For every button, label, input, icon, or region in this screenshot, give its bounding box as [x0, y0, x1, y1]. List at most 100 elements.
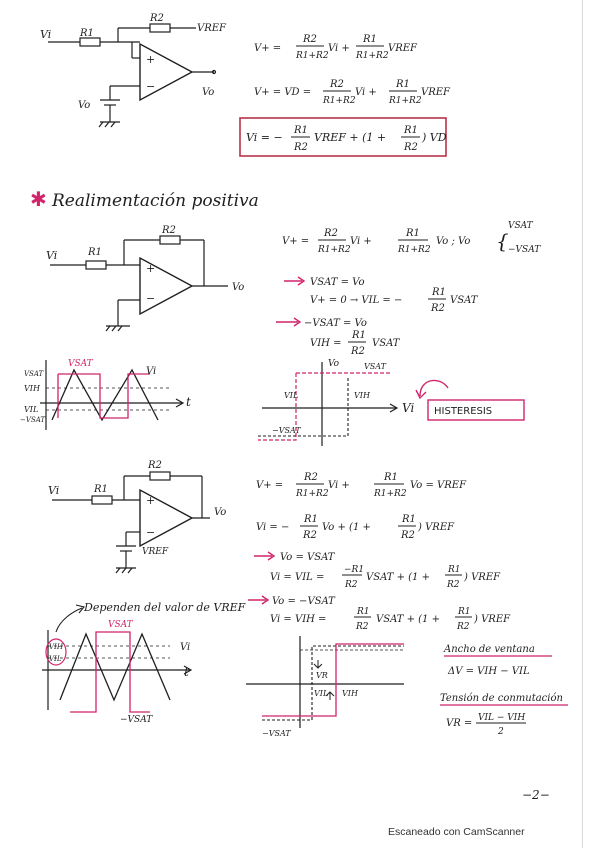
svg-text:Vo + (1 +: Vo + (1 + [322, 522, 371, 533]
svg-text:VREF: VREF [142, 547, 169, 557]
section2-case1: VSAT = Vo [284, 276, 364, 288]
svg-text:VIL: VIL [49, 655, 62, 663]
svg-text:−: − [146, 80, 155, 93]
svg-text:R2: R2 [302, 34, 317, 45]
svg-text:−: − [146, 526, 155, 539]
svg-text:t: t [186, 395, 191, 409]
asterisk-icon: ✱ [30, 187, 47, 211]
svg-text:R1: R1 [93, 484, 108, 495]
svg-text:R1+R2: R1+R2 [355, 51, 389, 61]
ancho-note: Ancho de ventana ΔV = VIH − VIL [443, 644, 552, 677]
svg-text:VSAT: VSAT [364, 362, 387, 371]
svg-text:V+ = VD =: V+ = VD = [254, 87, 311, 98]
circuit-2-labels: Vi R1 R2 + − Vo [46, 225, 244, 305]
svg-text:−VSAT: −VSAT [262, 729, 291, 738]
section2-eq3: VIH = R1 R2 VSAT [310, 330, 401, 357]
svg-text:VIL: VIL [24, 405, 38, 414]
svg-text:Vi +: Vi + [355, 87, 377, 98]
waveform-2: VSAT VIH VIL −VSAT VSAT Vi t [20, 359, 191, 430]
svg-text:V+ =: V+ = [254, 43, 281, 54]
svg-text:VIH: VIH [354, 391, 371, 400]
svg-text:R1: R1 [401, 514, 416, 525]
svg-text:R2: R2 [293, 142, 308, 153]
svg-text:VR =: VR = [446, 718, 472, 729]
svg-text:Vo = VREF: Vo = VREF [410, 480, 467, 491]
svg-text:Vi: Vi [146, 366, 156, 377]
svg-text:R2: R2 [344, 580, 358, 590]
svg-text:R1: R1 [293, 125, 308, 136]
svg-text:Vo: Vo [328, 359, 340, 369]
svg-text:Vi +: Vi + [328, 480, 350, 491]
svg-text:VSAT + (1 +: VSAT + (1 + [366, 572, 430, 583]
svg-text:R1: R1 [362, 34, 377, 45]
section2-eq2: V+ = 0 → VIL = − R1 R2 VSAT [310, 287, 479, 314]
svg-text:R1: R1 [356, 607, 370, 617]
section3-eq3: Vi = VIL = −R1 R2 VSAT + (1 + R1 R2 ) VR… [270, 565, 501, 590]
svg-text:+: + [146, 53, 155, 66]
svg-text:Vo = −VSAT: Vo = −VSAT [272, 596, 336, 607]
svg-text:−: − [146, 292, 155, 305]
svg-text:R1+R2: R1+R2 [295, 51, 329, 61]
svg-text:VIL: VIL [314, 689, 328, 698]
section2-case2: −VSAT = Vo [276, 317, 367, 329]
section3-eq1: V+ = R2 R1+R2 Vi + R1 R1+R2 Vo = VREF [256, 472, 467, 499]
hysteresis-2: Vo VSAT VIL VIH −VSAT Vi [258, 359, 414, 446]
label-r2: R2 [149, 13, 164, 24]
circuit-2 [50, 235, 228, 332]
svg-text:−VSAT: −VSAT [272, 426, 301, 435]
svg-text:t: t [184, 665, 189, 679]
svg-text:Vi = VIH =: Vi = VIH = [270, 614, 326, 625]
svg-text:−VSAT: −VSAT [20, 416, 46, 424]
section2-heading: ✱ Realimentación positiva [30, 187, 259, 211]
svg-text:−VSAT = Vo: −VSAT = Vo [304, 318, 367, 329]
svg-text:VREF: VREF [421, 87, 451, 98]
svg-text:VREF: VREF [388, 43, 418, 54]
svg-text:VSAT: VSAT [24, 370, 45, 378]
svg-text:R1: R1 [351, 330, 366, 341]
svg-text:) VREF: ) VREF [463, 572, 501, 583]
svg-text:R1+R2: R1+R2 [397, 245, 431, 255]
svg-text:VSAT + (1 +: VSAT + (1 + [376, 614, 440, 625]
svg-text:−R1: −R1 [344, 565, 364, 575]
section3-eq2: Vi = − R1 R2 Vo + (1 + R1 R2 ) VREF [256, 514, 455, 541]
section2-eq1: V+ = R2 R1+R2 Vi + R1 R1+R2 Vo ; Vo { VS… [282, 221, 541, 255]
svg-text:Tensión de conmutación: Tensión de conmutación [440, 693, 563, 704]
label-vo-source: Vo [78, 100, 90, 111]
svg-text:VSAT: VSAT [372, 338, 401, 349]
circuit-3-labels: Vi R1 R2 + − Vo VREF [48, 460, 226, 557]
waveform-3: Dependen del valor de VREF VSAT VIH VIL … [42, 601, 246, 725]
svg-text:R2: R2 [350, 346, 365, 357]
svg-text:Vi: Vi [402, 401, 414, 415]
svg-text:VSAT = Vo: VSAT = Vo [310, 277, 364, 288]
svg-text:+: + [146, 494, 155, 507]
svg-text:R1: R1 [303, 514, 318, 525]
svg-text:R2: R2 [329, 79, 344, 90]
svg-text:R2: R2 [400, 530, 415, 541]
svg-text:R1: R1 [87, 247, 102, 258]
svg-text:VIL: VIL [284, 391, 298, 400]
svg-text:R1: R1 [383, 472, 398, 483]
svg-text:R2: R2 [303, 472, 318, 483]
svg-text:R2: R2 [430, 303, 445, 314]
svg-text:−VSAT: −VSAT [508, 245, 541, 255]
circuit-3 [52, 471, 210, 574]
label-vi: Vi [40, 28, 51, 41]
svg-text:R1: R1 [395, 79, 410, 90]
svg-text:VSAT: VSAT [450, 295, 479, 306]
svg-text:Vi +: Vi + [328, 43, 350, 54]
svg-text:Vo: Vo [232, 282, 244, 293]
svg-text:VIH: VIH [49, 643, 64, 651]
svg-text:R1+R2: R1+R2 [388, 96, 422, 106]
page-number: −2− [522, 788, 550, 802]
hysteresis-label: HISTERESIS [434, 406, 492, 417]
svg-text:VIH =: VIH = [310, 338, 341, 349]
svg-text:V+ =: V+ = [256, 480, 283, 491]
svg-text:VIH: VIH [24, 384, 41, 393]
svg-text:R2: R2 [456, 622, 470, 632]
section1-eq1: V+ = R2 R1+R2 Vi + R1 R1+R2 VREF [254, 34, 418, 61]
svg-text:Vo = VSAT: Vo = VSAT [280, 552, 336, 563]
svg-text:) VREF: ) VREF [473, 614, 511, 625]
section3-case1: Vo = VSAT [254, 551, 336, 563]
svg-text:R2: R2 [446, 580, 460, 590]
